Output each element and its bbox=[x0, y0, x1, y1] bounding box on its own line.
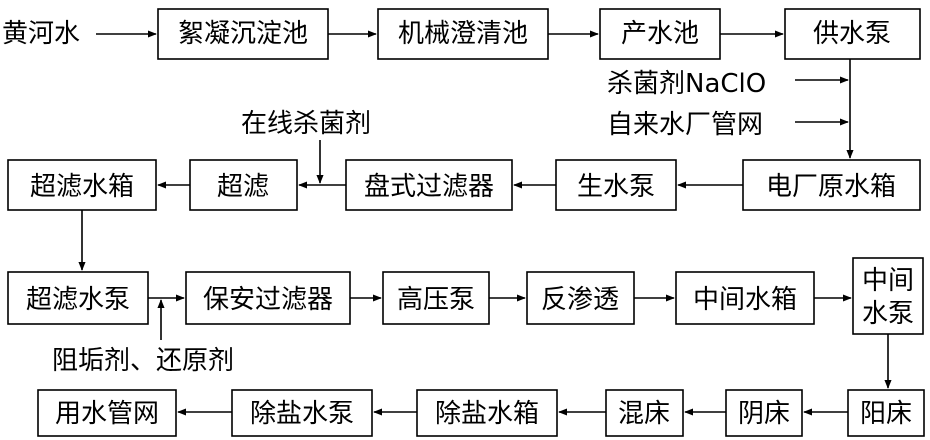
svg-text:用水管网: 用水管网 bbox=[55, 399, 159, 429]
node-disc-filter: 盘式过滤器 bbox=[345, 159, 513, 211]
svg-text:超滤水箱: 超滤水箱 bbox=[30, 172, 134, 202]
node-high-pressure-pump: 高压泵 bbox=[382, 271, 490, 325]
svg-text:机械澄清池: 机械澄清池 bbox=[398, 19, 528, 49]
node-water-network: 用水管网 bbox=[37, 389, 177, 437]
node-intermediate-pump: 中间 水泵 bbox=[852, 257, 924, 335]
svg-text:生水泵: 生水泵 bbox=[577, 172, 655, 202]
node-product-water-tank: 产水池 bbox=[599, 8, 721, 60]
node-raw-water-pump: 生水泵 bbox=[555, 159, 677, 211]
intermediate-pump-line2: 水泵 bbox=[862, 299, 914, 329]
svg-text:阳床: 阳床 bbox=[860, 399, 912, 429]
node-cation-bed: 阳床 bbox=[847, 389, 925, 437]
svg-text:除盐水泵: 除盐水泵 bbox=[250, 399, 354, 429]
svg-text:盘式过滤器: 盘式过滤器 bbox=[364, 172, 494, 202]
naclo-label: 杀菌剂NaClO bbox=[607, 69, 766, 99]
city-water-label: 自来水厂管网 bbox=[607, 110, 763, 140]
online-bactericide-label: 在线杀菌剂 bbox=[241, 109, 371, 139]
node-uf-water-tank: 超滤水箱 bbox=[7, 159, 157, 211]
antiscalant-label: 阻垢剂、还原剂 bbox=[52, 346, 234, 376]
node-mixed-bed: 混床 bbox=[605, 389, 684, 437]
node-ultrafiltration: 超滤 bbox=[189, 159, 298, 211]
svg-text:超滤: 超滤 bbox=[217, 172, 269, 202]
svg-text:阴床: 阴床 bbox=[738, 399, 790, 429]
node-intermediate-tank: 中间水箱 bbox=[675, 271, 815, 325]
svg-text:高压泵: 高压泵 bbox=[397, 285, 475, 315]
svg-text:产水池: 产水池 bbox=[621, 19, 699, 49]
node-security-filter: 保安过滤器 bbox=[185, 271, 351, 325]
node-supply-pump: 供水泵 bbox=[784, 8, 921, 60]
node-demineralized-pump: 除盐水泵 bbox=[231, 389, 373, 437]
svg-text:中间水箱: 中间水箱 bbox=[693, 285, 797, 315]
svg-text:反渗透: 反渗透 bbox=[541, 285, 619, 315]
svg-text:供水泵: 供水泵 bbox=[813, 19, 891, 49]
svg-text:除盐水箱: 除盐水箱 bbox=[435, 399, 539, 429]
node-reverse-osmosis: 反渗透 bbox=[526, 271, 635, 325]
node-demineralized-tank: 除盐水箱 bbox=[416, 389, 558, 437]
intermediate-pump-line1: 中间 bbox=[862, 266, 914, 296]
source-label: 黄河水 bbox=[2, 19, 80, 49]
node-anion-bed: 阴床 bbox=[725, 389, 803, 437]
svg-text:超滤水泵: 超滤水泵 bbox=[26, 285, 130, 315]
node-mechanical-clarifier: 机械澄清池 bbox=[377, 8, 549, 60]
node-flocculation-tank: 絮凝沉淀池 bbox=[157, 8, 329, 60]
svg-text:保安过滤器: 保安过滤器 bbox=[203, 285, 333, 315]
svg-text:絮凝沉淀池: 絮凝沉淀池 bbox=[178, 19, 308, 49]
svg-text:电厂原水箱: 电厂原水箱 bbox=[766, 172, 896, 202]
svg-text:混床: 混床 bbox=[618, 399, 670, 429]
node-plant-raw-water-tank: 电厂原水箱 bbox=[742, 159, 921, 211]
node-uf-water-pump: 超滤水泵 bbox=[7, 271, 149, 325]
